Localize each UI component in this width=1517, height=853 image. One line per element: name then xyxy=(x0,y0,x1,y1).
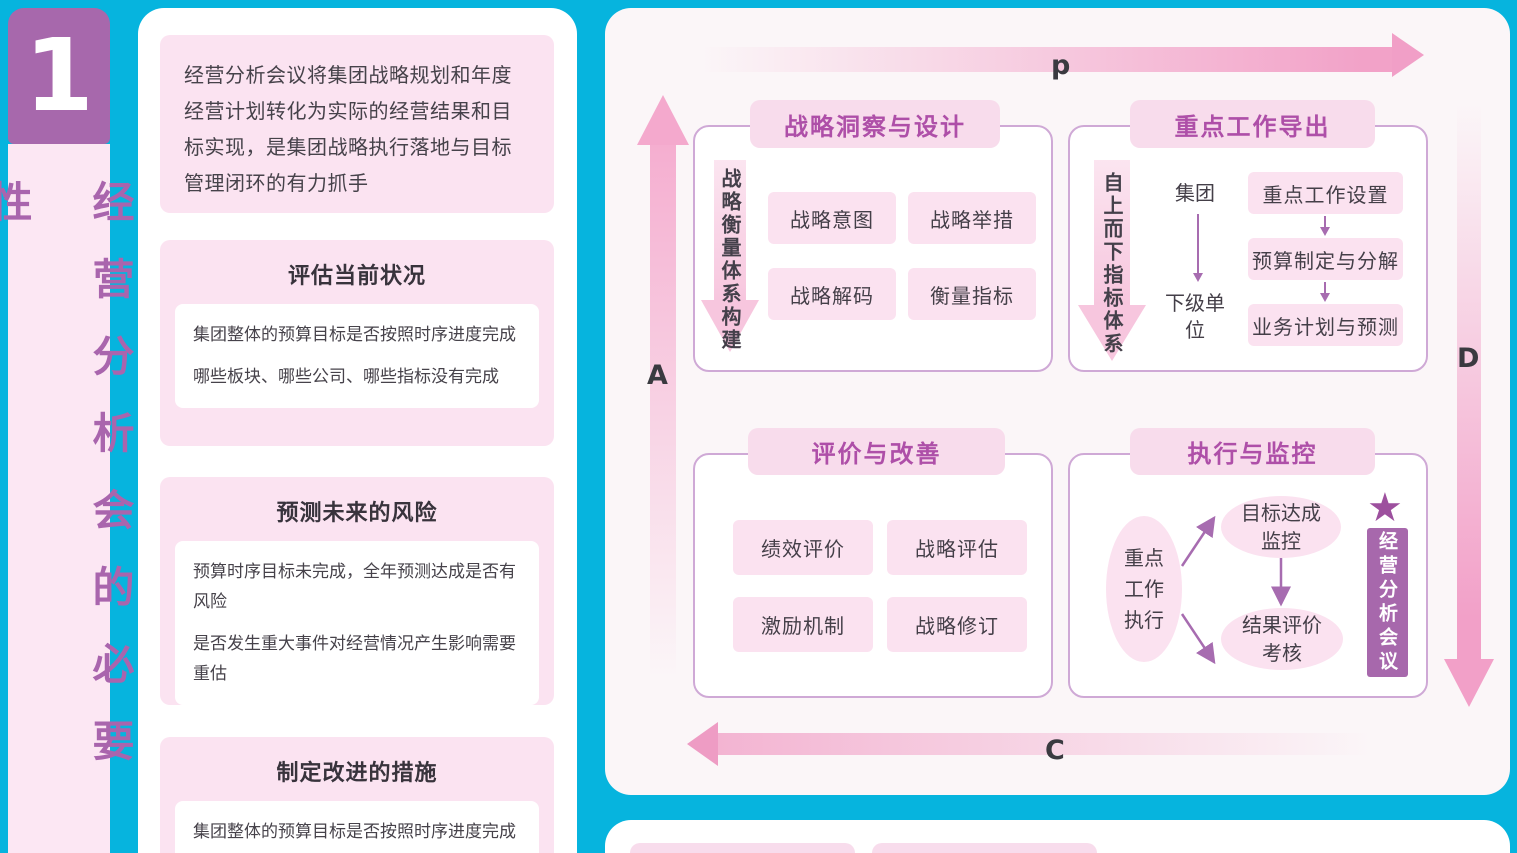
do-arrowhead-icon xyxy=(1444,659,1494,707)
quadrant4-title: 执行与监控 xyxy=(1130,428,1375,475)
q2-flow-arrow-icon xyxy=(1193,214,1203,282)
q4-highlight-label: 经营分析会议 xyxy=(1376,530,1398,675)
quadrant1-title: 战略洞察与设计 xyxy=(750,100,1000,148)
do-arrow-icon xyxy=(1457,103,1481,663)
section-title: 预测未来的风险 xyxy=(276,501,438,526)
star-icon: ★ xyxy=(1367,485,1403,531)
pdca-panel: p A D C 战略洞察与设计 重点工作导出 评价与改善 执行与监控 战略衡量体… xyxy=(605,8,1510,795)
q1-vertical-label: 战略衡量体系构建 xyxy=(718,168,742,352)
section-improvement: 制定改进的措施 集团整体的预算目标是否按照时序进度完成 xyxy=(160,737,554,853)
quadrant3-title: 评价与改善 xyxy=(748,428,1005,475)
q2-down-arrowhead-icon xyxy=(1078,305,1146,361)
quadrant3-frame xyxy=(693,453,1053,698)
section-body: 预算时序目标未完成，全年预测达成是否有风险 是否发生重大事件对经营情况产生影响需… xyxy=(175,541,539,705)
next-section-panel xyxy=(605,820,1510,853)
plan-arrow-icon xyxy=(700,47,1392,72)
q2-flow-top-label: 集团 xyxy=(1175,181,1215,205)
q2-step: 业务计划与预测 xyxy=(1248,304,1403,346)
q3-box: 激励机制 xyxy=(733,597,873,652)
q4-highlight-box: 经营分析会议 xyxy=(1367,528,1408,677)
act-arrowhead-icon xyxy=(637,95,689,145)
q3-box: 战略评估 xyxy=(887,520,1027,575)
next-section-header-stub xyxy=(872,843,1097,853)
q1-down-arrowhead-icon xyxy=(701,300,759,352)
section-body: 集团整体的预算目标是否按照时序进度完成 哪些板块、哪些公司、哪些指标没有完成 xyxy=(175,304,539,408)
cycle-label-act: A xyxy=(647,360,668,391)
q2-vertical-label: 自上而下指标体系 xyxy=(1100,172,1124,356)
section-current-status: 评估当前状况 集团整体的预算目标是否按照时序进度完成 哪些板块、哪些公司、哪些指… xyxy=(160,240,554,446)
section-item: 集团整体的预算目标是否按照时序进度完成 xyxy=(193,325,516,345)
quadrant2-title: 重点工作导出 xyxy=(1130,100,1375,148)
check-arrowhead-icon xyxy=(687,722,718,766)
q4-target-bottom-ellipse: 结果评价考核 xyxy=(1221,608,1343,670)
cycle-label-do: D xyxy=(1457,343,1480,374)
section-number: 1 xyxy=(24,17,94,134)
cycle-label-plan: p xyxy=(1051,50,1071,81)
section-title: 评估当前状况 xyxy=(287,264,426,289)
check-arrow-icon xyxy=(717,733,1399,755)
q2-down-arrow-icon xyxy=(1094,160,1130,305)
q1-box: 战略解码 xyxy=(768,268,896,320)
act-arrow-icon xyxy=(650,143,676,713)
section-item: 预算时序目标未完成，全年预测达成是否有风险 xyxy=(193,562,516,612)
q4-source-ellipse: 重点工作执行 xyxy=(1106,516,1182,662)
q1-box: 战略意图 xyxy=(768,192,896,244)
q2-step-arrow-icon xyxy=(1320,216,1330,236)
sidebar-strip xyxy=(8,144,110,853)
section-item: 集团整体的预算目标是否按照时序进度完成 xyxy=(193,822,516,842)
section-item: 是否发生重大事件对经营情况产生影响需要重估 xyxy=(193,634,516,684)
q2-flow-bottom-label: 下级单位 xyxy=(1165,291,1225,342)
q2-step-arrow-icon xyxy=(1320,282,1330,302)
q4-flow-arrows-icon xyxy=(1180,515,1291,665)
q1-box: 衡量指标 xyxy=(908,268,1036,320)
intro-text-box: 经营分析会议将集团战略规划和年度经营计划转化为实际的经营结果和目标实现，是集团战… xyxy=(160,35,554,213)
q1-box: 战略举措 xyxy=(908,192,1036,244)
section-future-risk: 预测未来的风险 预算时序目标未完成，全年预测达成是否有风险 是否发生重大事件对经… xyxy=(160,477,554,705)
sidebar-title: 经营分析会的必要性 xyxy=(0,180,135,796)
section-number-badge: 1 xyxy=(8,8,110,144)
section-title: 制定改进的措施 xyxy=(276,761,438,786)
necessity-panel: 经营分析会议将集团战略规划和年度经营计划转化为实际的经营结果和目标实现，是集团战… xyxy=(138,8,577,853)
q4-target-top-ellipse: 目标达成监控 xyxy=(1221,496,1341,558)
q1-down-arrow-icon xyxy=(714,160,746,300)
q2-step: 预算制定与分解 xyxy=(1248,238,1403,280)
q3-box: 绩效评价 xyxy=(733,520,873,575)
section-item: 哪些板块、哪些公司、哪些指标没有完成 xyxy=(193,367,499,387)
plan-arrowhead-icon xyxy=(1392,33,1424,77)
sidebar-title-wrap: 经营分析会的必要性 xyxy=(0,180,135,853)
q2-step: 重点工作设置 xyxy=(1248,172,1403,214)
next-section-header-stub xyxy=(630,843,855,853)
q3-box: 战略修订 xyxy=(887,597,1027,652)
section-body: 集团整体的预算目标是否按照时序进度完成 xyxy=(175,801,539,853)
cycle-label-check: C xyxy=(1045,735,1065,766)
